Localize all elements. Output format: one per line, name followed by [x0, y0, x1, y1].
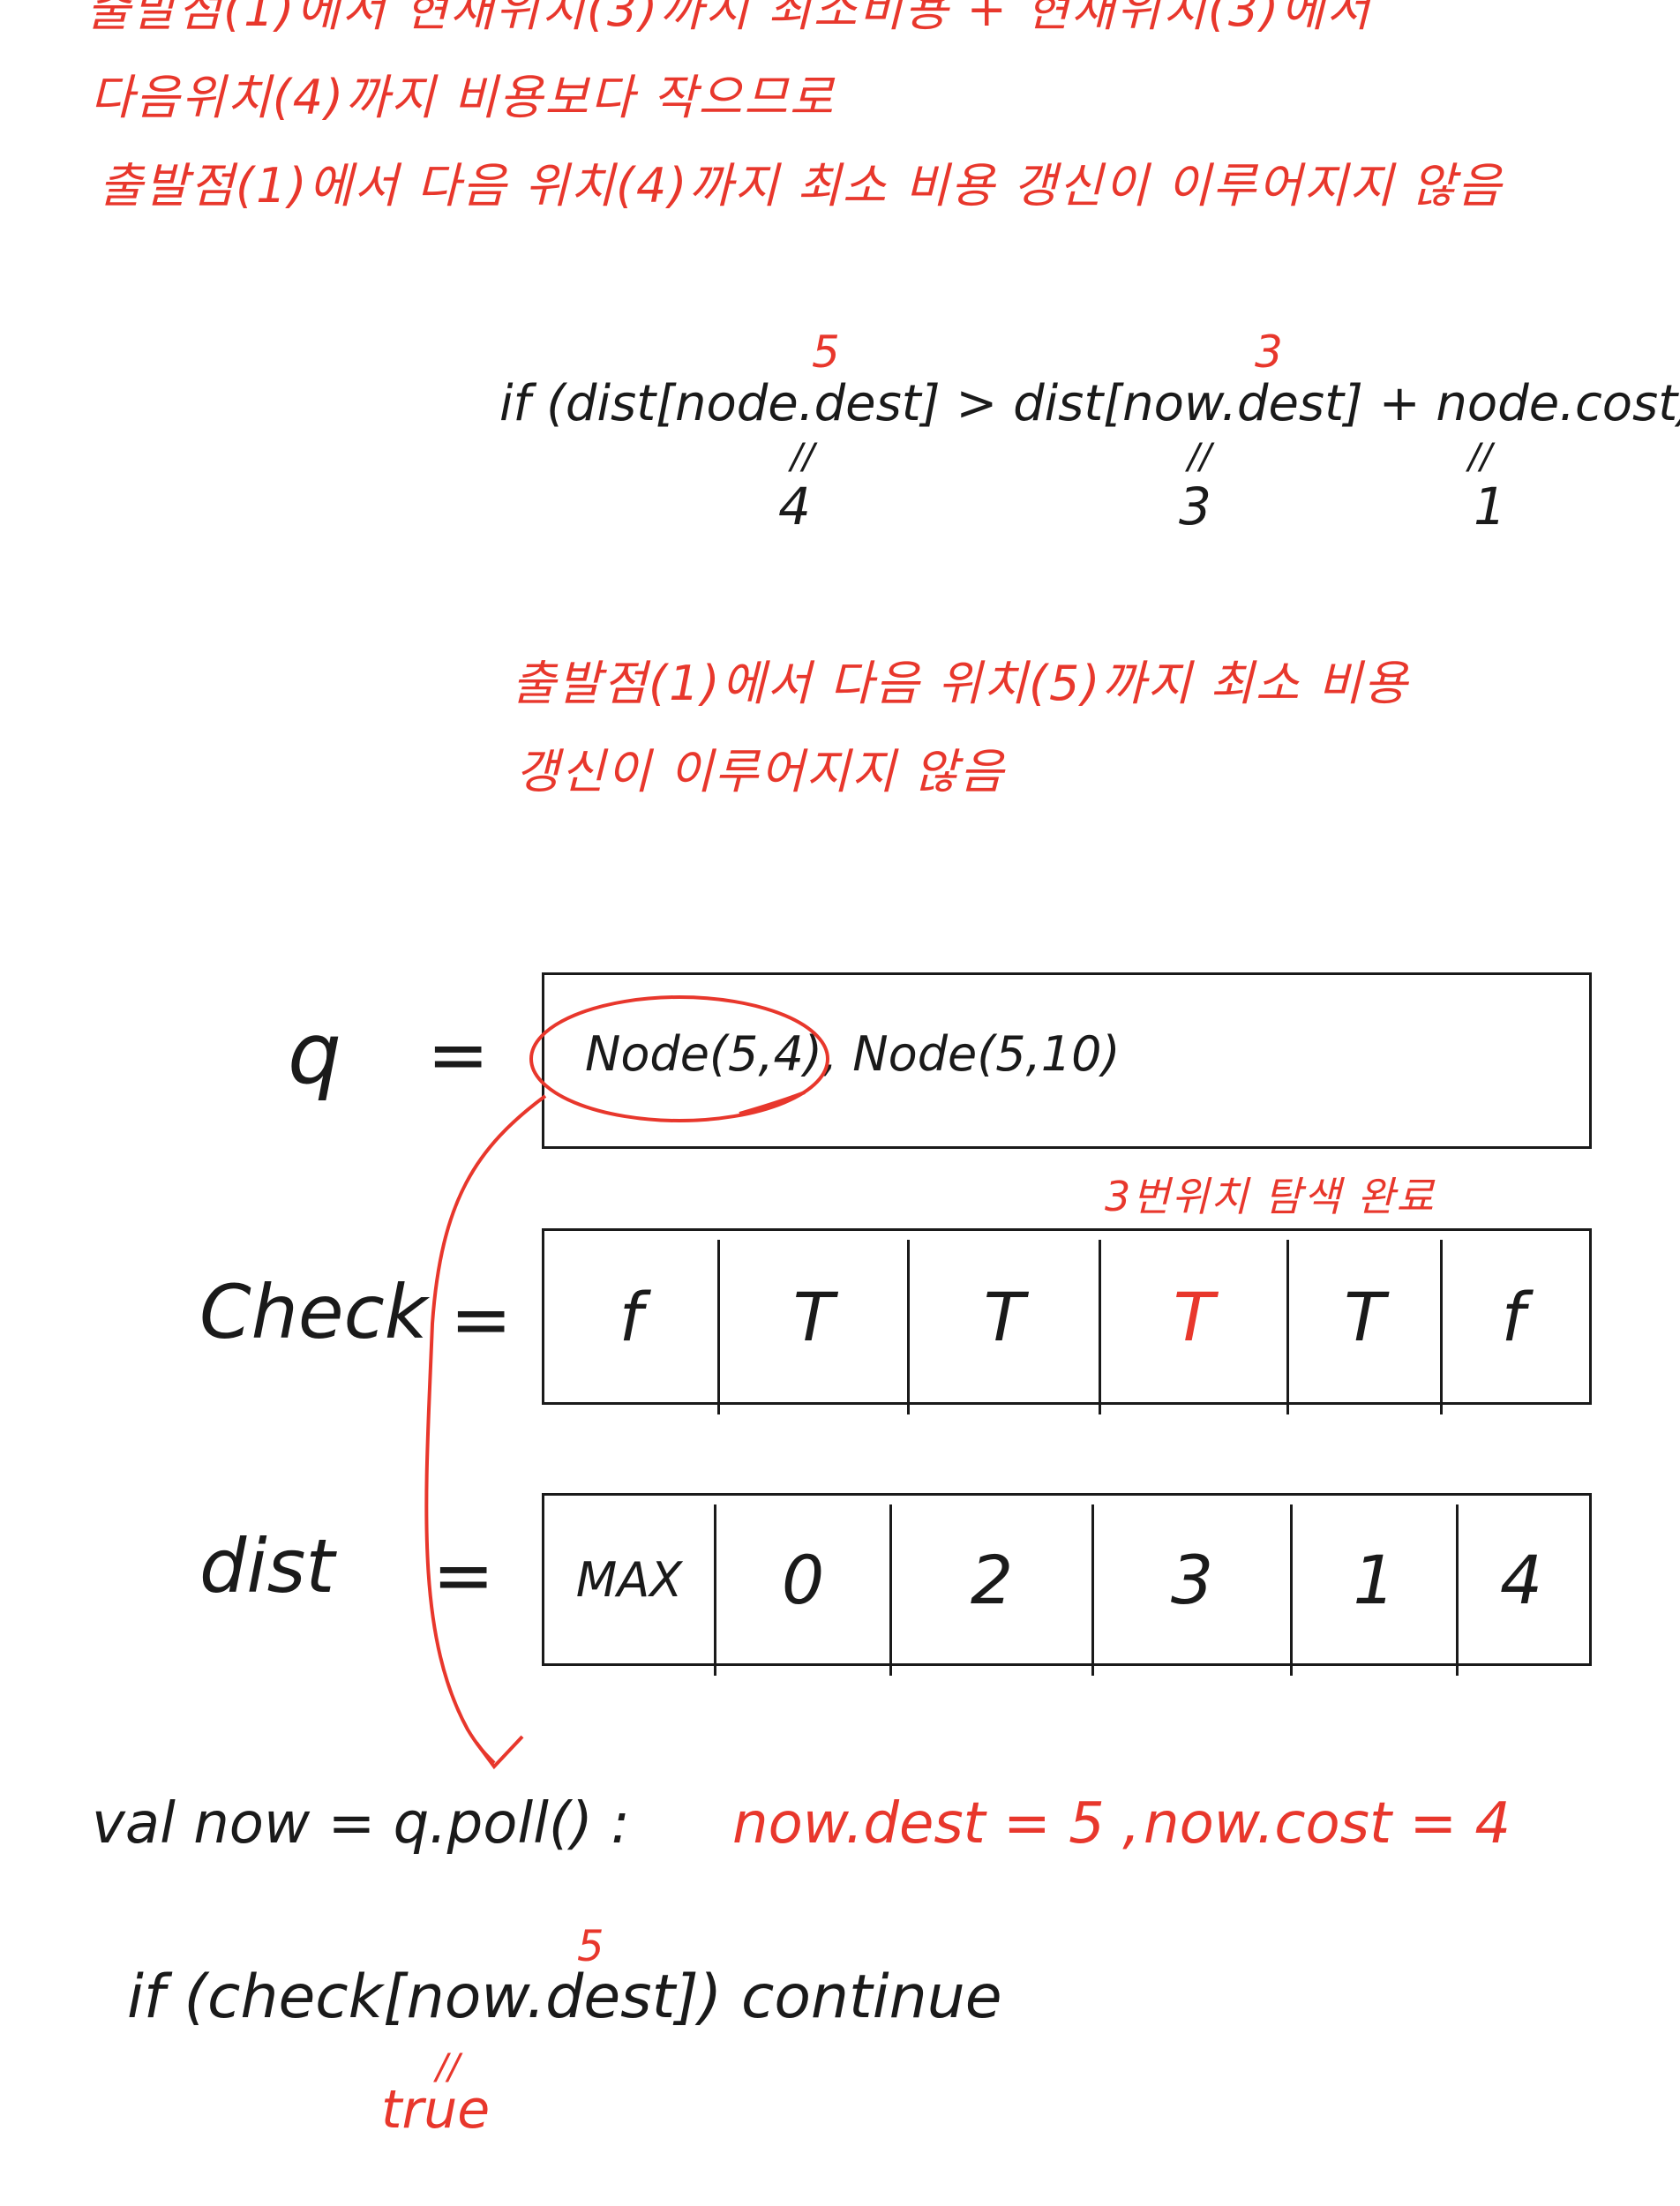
dist-divider-2 — [889, 1504, 892, 1676]
cond-above-now-dest: 3 — [1255, 326, 1283, 378]
queue-box: Node(5,4), Node(5,10) — [542, 972, 1592, 1149]
cond-above-node-dest: 5 — [812, 326, 840, 378]
check-cell-2: T — [983, 1277, 1025, 1356]
queue-label: q — [288, 1004, 341, 1103]
continue-below-value: true — [381, 2079, 491, 2141]
continue-above-value: 5 — [577, 1922, 604, 1971]
note-top-line2: 다음위치(4)까지 비용보다 작으므로 — [90, 70, 836, 125]
dist-cell-3: 3 — [1170, 1540, 1214, 1619]
dist-box: MAX 0 2 3 1 4 — [542, 1493, 1592, 1676]
dist-cell-2: 2 — [970, 1540, 1014, 1619]
dist-divider-3 — [1091, 1504, 1094, 1676]
note-top-line1: 출발점(1)에서 현재위치(3)까지 최소비용 + 현재위치(3)에서 — [86, 0, 1372, 37]
dist-cell-4: 1 — [1353, 1540, 1396, 1619]
cond-below-value-2: 3 — [1179, 476, 1211, 536]
cond-eq-mark-3: // — [1468, 437, 1492, 477]
check-cell-3-highlight: T — [1173, 1277, 1215, 1356]
check-cell-4: T — [1344, 1277, 1385, 1356]
check-divider-1 — [717, 1240, 720, 1414]
dist-cell-1: 0 — [781, 1540, 825, 1619]
queue-equals: = — [427, 1011, 490, 1098]
cond-below-value-3: 1 — [1474, 476, 1506, 536]
poll-result-dest: now.dest = 5 , — [732, 1791, 1141, 1857]
continue-code: if (check[now.dest]) continue — [127, 1962, 1002, 2032]
note-middle-line2: 갱신이 이루어지지 않음 — [515, 744, 1006, 799]
check-cell-5: f — [1501, 1277, 1526, 1356]
dist-divider-4 — [1290, 1504, 1293, 1676]
continue-eq-mark: // — [436, 2047, 460, 2088]
dist-label: dist — [199, 1523, 335, 1609]
check-label: Check — [199, 1269, 428, 1355]
note-top-line3: 출발점(1)에서 다음 위치(4)까지 최소 비용 갱신이 이루어지지 않음 — [99, 158, 1504, 214]
dist-cell-5: 4 — [1499, 1540, 1543, 1619]
check-cell-0: f — [619, 1277, 643, 1356]
queue-items: Node(5,4), Node(5,10) — [585, 1026, 1121, 1082]
poll-code: val now = q.poll() : — [92, 1791, 630, 1857]
check-cell-1: T — [792, 1277, 835, 1356]
queue-head-underline — [739, 1091, 806, 1115]
dist-divider-1 — [714, 1504, 716, 1676]
dist-divider-5 — [1456, 1504, 1459, 1676]
cond-eq-mark-2: // — [1188, 437, 1211, 477]
check-annotation: 3번위치 탐색 완료 — [1105, 1173, 1436, 1220]
dist-equals: = — [432, 1532, 495, 1618]
poll-result-cost: now.cost = 4 — [1144, 1791, 1511, 1857]
cond-below-value-1: 4 — [778, 476, 811, 536]
poll-arrowhead — [475, 1735, 524, 1770]
check-divider-3 — [1099, 1240, 1101, 1414]
condition-code: if (dist[node.dest] > dist[now.dest] + n… — [499, 375, 1680, 432]
check-divider-4 — [1286, 1240, 1289, 1414]
queue-head-circle — [529, 995, 829, 1122]
poll-arrow — [424, 1094, 547, 1765]
check-equals: = — [450, 1276, 513, 1362]
check-divider-5 — [1440, 1240, 1443, 1414]
note-middle-line1: 출발점(1)에서 다음 위치(5)까지 최소 비용 — [512, 656, 1409, 711]
check-box: f T T T T f — [542, 1228, 1592, 1414]
cond-eq-mark-1: // — [791, 437, 814, 477]
dist-cell-0: MAX — [575, 1551, 683, 1608]
check-divider-2 — [907, 1240, 910, 1414]
